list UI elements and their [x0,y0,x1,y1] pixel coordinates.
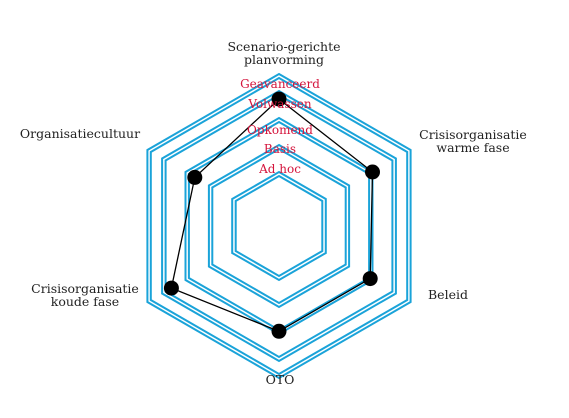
axis-label-2-line-2: warme fase [436,140,509,155]
axis-label-4-line-1: OTO [266,372,295,387]
data-point-5[interactable] [163,280,179,296]
grid-ring-2-outer [207,143,351,309]
axis-label-3: Beleid [428,287,468,302]
grid-ring-1-inner [234,174,324,278]
axis-label-2-line-1: Crisisorganisatie [419,127,527,142]
data-point-2[interactable] [365,164,380,180]
grid-ring-4-inner [164,93,394,359]
grid-ring-2-inner [211,147,347,305]
level-label-4: Volwassen [247,97,311,111]
level-labels: Ad hoc Basis Opkomend Volwassen Geavanceerd [240,77,320,176]
level-label-2: Basis [264,142,296,156]
grid-ring-5-inner [149,76,409,376]
axis-label-1-line-2: planvorming [244,52,324,67]
level-label-3: Opkomend [247,123,313,137]
level-label-1: Ad hoc [258,162,301,176]
axis-label-5-line-1: Crisisorganisatie [31,281,139,296]
data-point-1[interactable] [271,91,287,107]
data-series [163,91,380,339]
axis-label-4: OTO [266,372,295,387]
axis-label-6-line-1: Organisatiecultuur [20,126,140,141]
axis-label-3-line-1: Beleid [428,287,468,302]
grid-ring-4-outer [161,89,397,363]
data-point-3[interactable] [362,271,378,287]
grid-ring-1-outer [231,170,327,282]
axis-label-1-line-1: Scenario-gerichte [227,39,340,54]
data-point-6[interactable] [187,169,203,185]
axis-label-6: Organisatiecultuur [20,126,140,141]
axis-label-5-line-2: koude fase [51,294,119,309]
data-point-4[interactable] [271,323,287,339]
level-label-5: Geavanceerd [240,77,320,91]
grid-ring-5-outer [146,72,412,380]
